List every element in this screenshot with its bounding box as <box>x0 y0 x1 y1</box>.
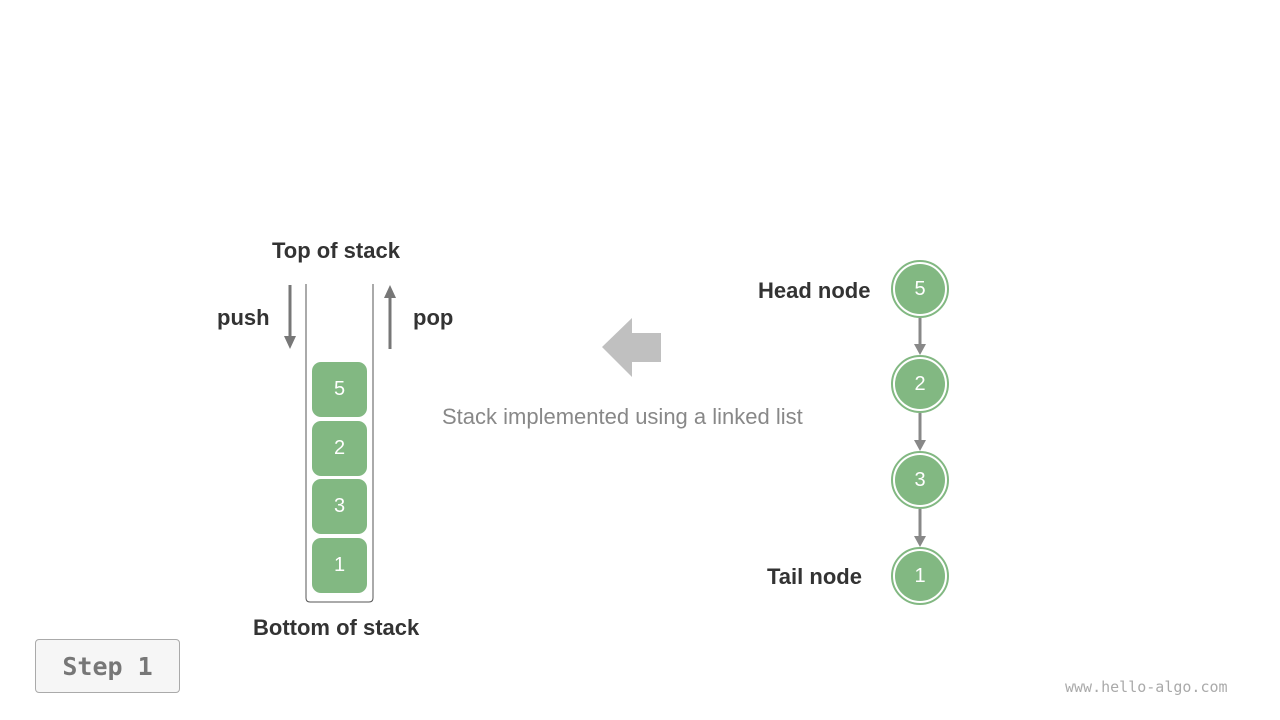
bottom-of-stack-label: Bottom of stack <box>253 615 420 640</box>
list-link-arrows <box>914 318 926 547</box>
stack-container <box>305 284 374 603</box>
caption: Stack implemented using a linked list <box>442 404 803 429</box>
tail-node-label: Tail node <box>767 564 862 589</box>
push-arrow-icon <box>284 285 296 349</box>
left-arrow-icon <box>602 318 661 377</box>
head-node-label: Head node <box>758 278 871 303</box>
list-node: 1 <box>891 547 949 605</box>
watermark: www.hello-algo.com <box>1065 678 1228 696</box>
node-value: 2 <box>895 359 945 409</box>
node-value: 3 <box>895 455 945 505</box>
stack-item: 3 <box>312 479 367 534</box>
step-button[interactable]: Step 1 <box>35 639 180 693</box>
list-node: 2 <box>891 355 949 413</box>
stack-item: 5 <box>312 362 367 417</box>
top-of-stack-label: Top of stack <box>272 238 400 263</box>
node-value: 5 <box>895 264 945 314</box>
node-value: 1 <box>895 551 945 601</box>
list-node: 3 <box>891 451 949 509</box>
push-label: push <box>217 305 270 330</box>
stack-item: 1 <box>312 538 367 593</box>
list-node: 5 <box>891 260 949 318</box>
pop-arrow-icon <box>384 285 396 349</box>
pop-label: pop <box>413 305 454 330</box>
stack-item: 2 <box>312 421 367 476</box>
